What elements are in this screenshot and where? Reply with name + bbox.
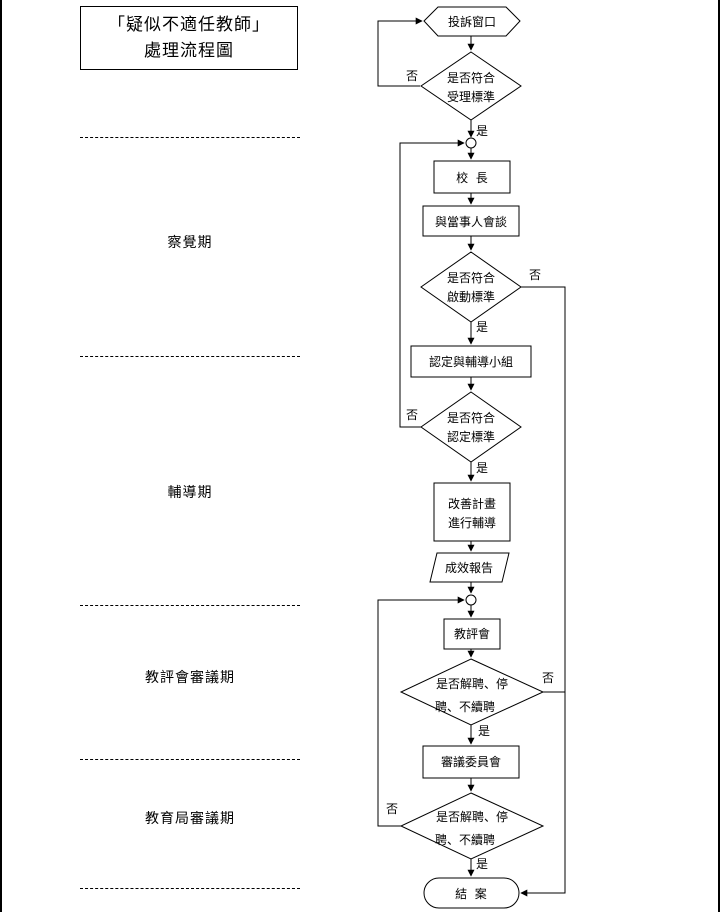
complaint-window-label: 投訴窗口 [448, 14, 496, 29]
label-no-dismissal-1: 否 [542, 671, 554, 685]
title-box: 「疑似不適任教師」 處理流程圖 [80, 6, 298, 70]
phase-divider-3 [80, 605, 300, 606]
label-no-dismissal-2: 否 [386, 802, 398, 816]
decision-identification-shape [420, 391, 522, 463]
phase-counseling: 輔導期 [167, 485, 213, 501]
improvement-plan-shape [433, 482, 511, 542]
report-label: 成效報告 [445, 560, 493, 575]
connector-start-no-to-end [520, 286, 566, 897]
connector-identification-no [399, 139, 465, 428]
label-yes-start: 是 [476, 320, 488, 334]
phase-observation: 察覺期 [167, 235, 213, 251]
start-line-2: 啟動標準 [447, 289, 495, 304]
page-border-left [0, 0, 2, 912]
decision-dismissal-1-shape [399, 658, 545, 726]
label-yes-dismissal-2: 是 [476, 857, 488, 871]
acceptance-line-2: 受理標準 [447, 89, 495, 104]
complaint-window-shape [423, 6, 521, 37]
principal-label: 校 長 [456, 170, 488, 185]
connector-no-to-complaint [377, 17, 423, 87]
title-line-1: 「疑似不適任教師」 [108, 15, 270, 35]
dismissal-1-line-1: 是否解聘、停 [436, 676, 508, 691]
junction-1 [465, 137, 477, 149]
phase-divider-4 [80, 759, 300, 760]
phase-review-committee: 教評會審議期 [145, 670, 235, 686]
group-label: 認定與輔導小組 [429, 354, 513, 369]
committee-shape [443, 618, 501, 650]
principal-shape [433, 160, 511, 194]
label-yes-dismissal-1: 是 [478, 724, 490, 738]
decision-acceptance-shape [420, 51, 522, 121]
dismissal-2-line-2: 聘、不續聘 [435, 832, 495, 847]
dismissal-2-line-1: 是否解聘、停 [436, 809, 508, 824]
label-no-identification: 否 [406, 408, 418, 422]
dismissal-1-line-2: 聘、不續聘 [435, 699, 495, 714]
end-shape [423, 877, 520, 909]
plan-line-1: 改善計畫 [448, 496, 496, 511]
decision-start-shape [420, 251, 522, 323]
meeting-label: 與當事人會談 [435, 214, 507, 229]
title-line-2: 處理流程圖 [144, 41, 234, 61]
end-label: 結 案 [455, 886, 487, 901]
page-border-right [718, 0, 720, 912]
review-committee-label: 審議委員會 [441, 754, 501, 769]
decision-dismissal-2-shape [399, 792, 545, 860]
junction-2 [465, 594, 477, 606]
acceptance-line-1: 是否符合 [447, 70, 495, 85]
label-yes-acceptance: 是 [476, 124, 488, 138]
label-no-start: 否 [529, 268, 541, 282]
committee-label: 教評會 [454, 626, 490, 641]
phase-divider-5 [80, 888, 300, 889]
phase-education-bureau: 教育局審議期 [145, 811, 235, 827]
report-shape [429, 552, 510, 583]
identification-line-1: 是否符合 [447, 410, 495, 425]
phase-divider-2 [80, 356, 300, 357]
start-line-1: 是否符合 [447, 270, 495, 285]
label-yes-identification: 是 [476, 461, 488, 475]
connector-dismissal-2-no [377, 596, 465, 827]
plan-line-2: 進行輔導 [448, 516, 496, 530]
identification-line-2: 認定標準 [447, 429, 495, 444]
phase-divider-1 [80, 137, 300, 138]
label-no-acceptance: 否 [406, 69, 418, 83]
